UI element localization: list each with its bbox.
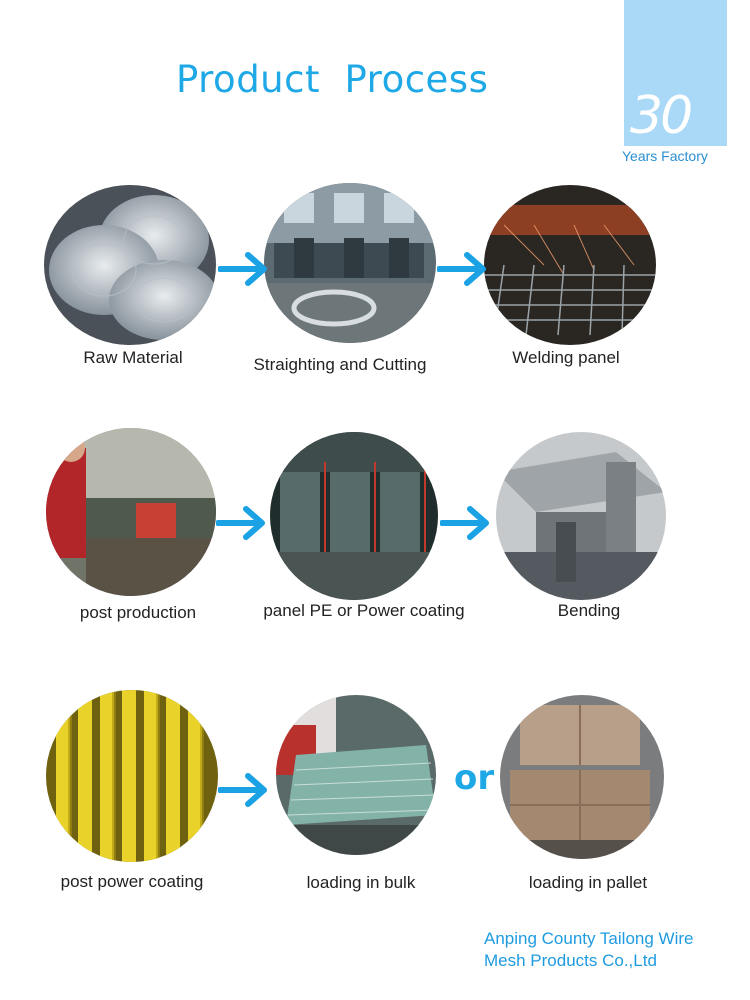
step-label-post-power-coating: post power coating (61, 872, 204, 892)
loading-in-pallet-photo (500, 695, 664, 859)
arrow-right-icon (440, 503, 494, 543)
arrow-right-icon (216, 503, 270, 543)
step-label-loading-in-bulk: loading in bulk (307, 873, 416, 893)
page-title: Product Process (176, 58, 488, 101)
step-label-raw-material: Raw Material (83, 348, 182, 368)
step-label-welding-panel: Welding panel (512, 348, 619, 368)
step-label-bending: Bending (558, 601, 620, 621)
step-label-panel-coating: panel PE or Power coating (263, 601, 464, 621)
years-badge-subtitle: Years Factory (622, 148, 708, 164)
raw-material-photo (44, 185, 216, 345)
or-text: or (454, 758, 494, 798)
step-label-loading-in-pallet: loading in pallet (529, 873, 647, 893)
step-label-straighting-and-cutting: Straighting and Cutting (254, 355, 427, 375)
arrow-right-icon (218, 249, 272, 289)
step-label-post-production: post production (80, 603, 196, 623)
company-name-line1: Anping County Tailong Wire (484, 928, 693, 950)
arrow-right-icon (437, 249, 491, 289)
straighting-and-cutting-photo (264, 183, 436, 343)
post-production-photo (46, 428, 216, 596)
panel-coating-photo (270, 432, 438, 600)
post-power-coating-photo (46, 690, 218, 862)
welding-panel-photo (484, 185, 656, 345)
loading-in-bulk-photo (276, 695, 436, 855)
company-name: Anping County Tailong Wire Mesh Products… (484, 928, 693, 972)
arrow-right-icon (218, 770, 272, 810)
years-badge-number: 30 (630, 86, 690, 146)
bending-photo (496, 432, 666, 600)
company-name-line2: Mesh Products Co.,Ltd (484, 950, 693, 972)
